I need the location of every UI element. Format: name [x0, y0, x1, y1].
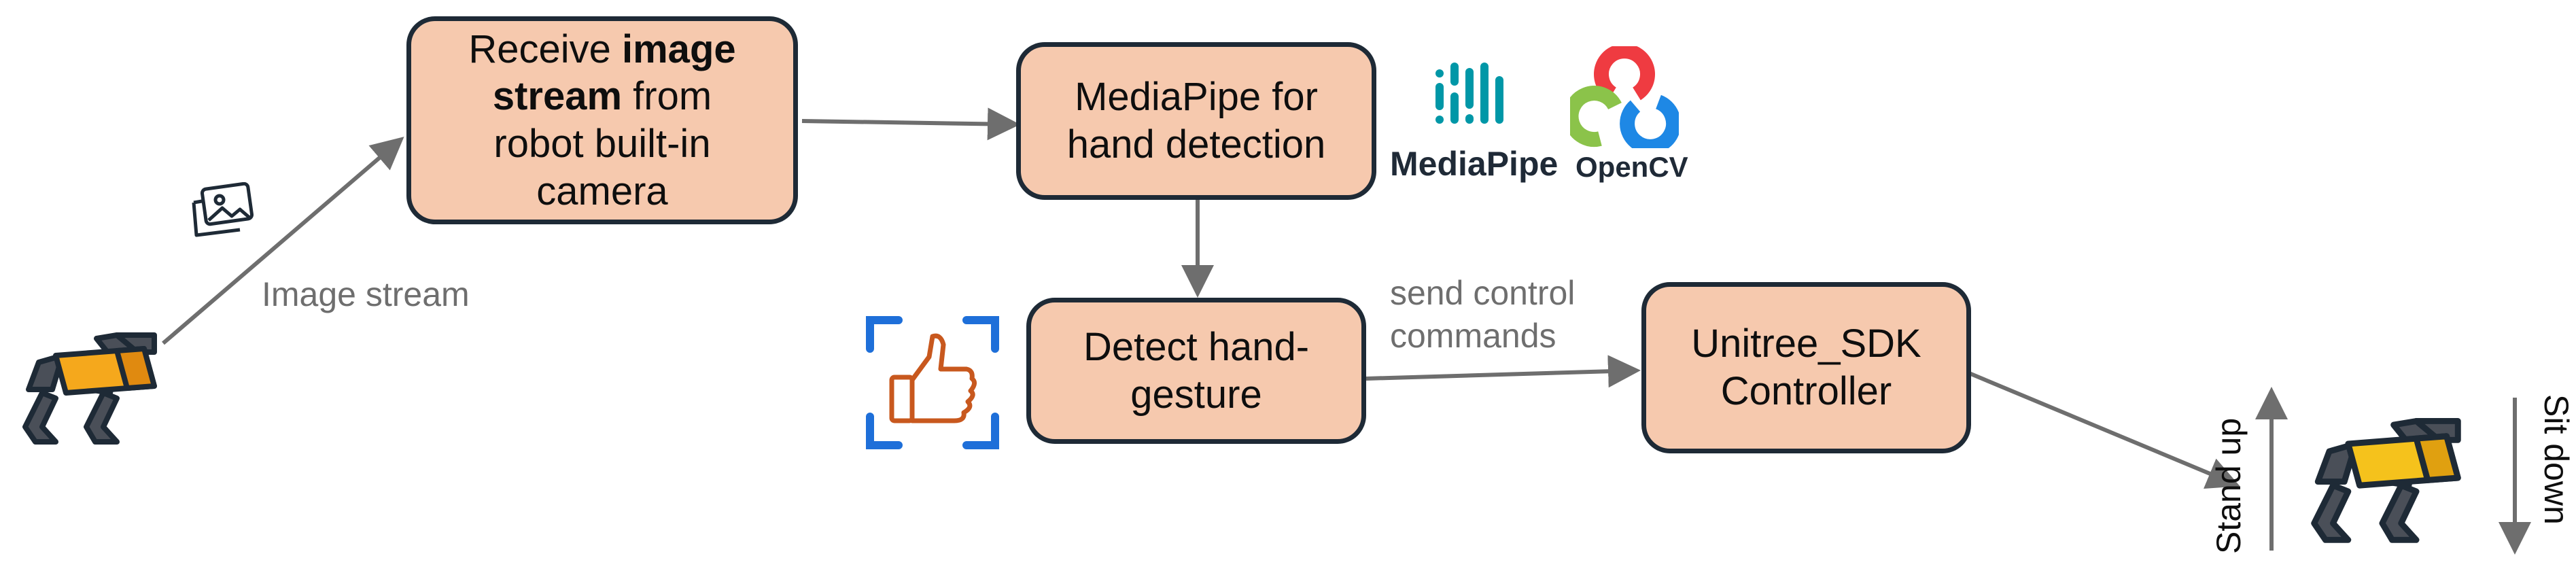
receive-line2-suffix: from [622, 74, 712, 119]
receive-line1-prefix: Receive [468, 27, 622, 71]
receive-image-stream-node: Receive image stream from robot built-in… [406, 16, 798, 224]
detect-line2: gesture [1130, 372, 1262, 417]
controller-line1: Unitree_SDK [1691, 322, 1921, 366]
receive-line4: camera [536, 169, 668, 213]
opencv-logo-icon [1570, 46, 1679, 148]
mediapipe-logo-icon [1435, 63, 1503, 124]
receive-line1-bold: image [622, 27, 736, 71]
controller-line2: Controller [1720, 369, 1892, 413]
mediapipe-logo-label: MediaPipe [1390, 145, 1559, 183]
detect-line1: Detect hand- [1083, 324, 1310, 369]
arrow-receive-to-mediapipe [801, 107, 1020, 141]
receive-line3: robot built-in [493, 122, 711, 166]
image-gallery-icon [192, 182, 254, 237]
receive-line2-bold: stream [492, 74, 623, 119]
sit-down-label: Sit down [2537, 394, 2575, 525]
stand-up-label: Stand up [2210, 417, 2248, 554]
arrow-robot-to-receive [162, 137, 404, 345]
mediapipe-line2: hand detection [1066, 122, 1326, 167]
opencv-logo-label: OpenCV [1576, 151, 1688, 183]
robot-dog-icon [22, 332, 157, 445]
send-control-commands-label: send control commands [1390, 272, 1575, 357]
send-control-line1: send control [1390, 274, 1576, 312]
thumbs-up-icon [866, 316, 999, 449]
arrow-controller-to-robot [1963, 369, 2240, 489]
unitree-sdk-controller-node: Unitree_SDK Controller [1641, 282, 1971, 453]
mediapipe-hand-detection-node: MediaPipe for hand detection [1016, 42, 1376, 200]
robot-dog-icon [2311, 418, 2461, 543]
detect-hand-gesture-node: Detect hand- gesture [1026, 298, 1366, 444]
image-stream-label: Image stream [262, 275, 470, 313]
mediapipe-line1: MediaPipe for [1075, 75, 1318, 120]
arrow-detect-to-controller [1365, 355, 1641, 388]
send-control-line2: commands [1390, 316, 1556, 355]
